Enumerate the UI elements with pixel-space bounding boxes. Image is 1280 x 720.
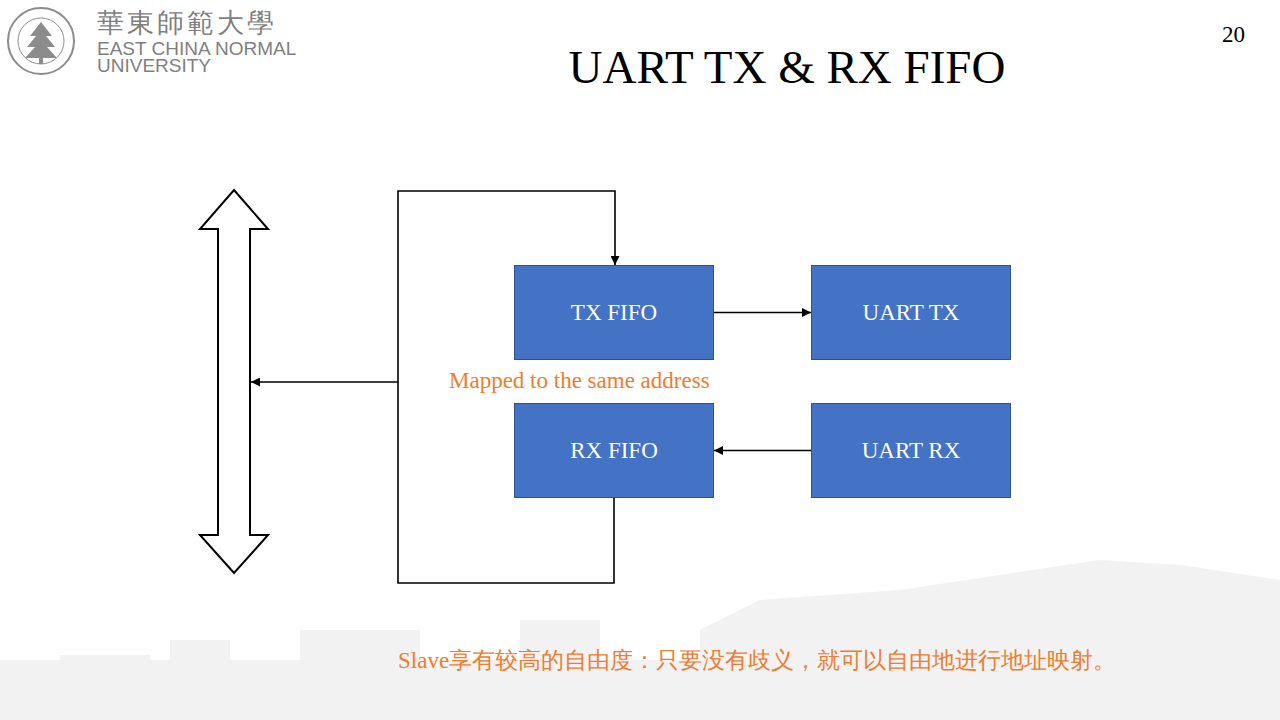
bus-tap-arrow	[251, 381, 398, 383]
campus-watermark	[0, 560, 1280, 720]
process-box: UART RX	[811, 403, 1011, 498]
data-flow-arrow	[714, 312, 811, 314]
process-box: UART TX	[811, 265, 1011, 360]
university-name: 華東師範大學	[97, 5, 277, 41]
box-label: UART RX	[862, 438, 961, 464]
note-text: Slave享有较高的自由度：只要没有歧义，就可以自由地进行地址映射。	[398, 645, 1116, 676]
university-name-en: UNIVERSITY	[97, 55, 211, 77]
university-emblem	[8, 8, 74, 74]
process-box: TX FIFO	[514, 265, 714, 360]
box-label: TX FIFO	[571, 300, 657, 326]
box-label: UART TX	[863, 300, 960, 326]
box-label: RX FIFO	[570, 438, 658, 464]
note-text: Mapped to the same address	[449, 368, 710, 394]
slide-title: UART TX & RX FIFO	[480, 40, 1094, 94]
data-flow-arrow	[714, 450, 811, 452]
process-box: RX FIFO	[514, 403, 714, 498]
page-number: 20	[1222, 22, 1245, 48]
